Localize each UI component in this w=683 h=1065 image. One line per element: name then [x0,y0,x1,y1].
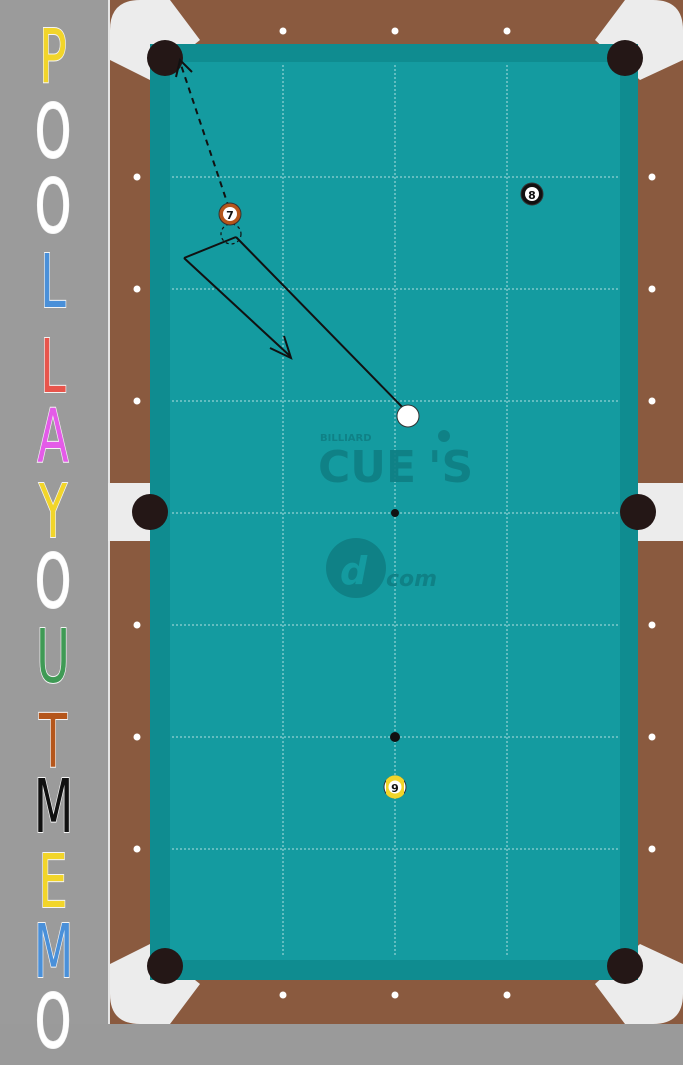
rail-diamond [648,621,656,629]
dcom-logo-circle [326,538,386,598]
object-ball-path-line [179,61,230,209]
title-letter: T [38,699,68,785]
rail-diamond [279,991,287,999]
title-letter: O [34,164,72,250]
pocket-bottom-right [607,948,643,984]
pool-table[interactable]: BILLIARD CUE 'S d com 7 8 [0,0,683,1024]
cue-ball[interactable] [396,404,420,428]
corner-pocket-surround-tl [110,0,200,80]
pockets [132,40,656,984]
table-logo: BILLIARD CUE 'S d com [318,430,473,598]
rail-diamond [648,733,656,741]
pocket-side-left [132,494,168,530]
rail-diamond [503,27,511,35]
shot-lines [175,58,409,414]
rail-diamond [648,845,656,853]
title-letter: M [33,909,74,995]
rail-diamond [648,173,656,181]
title-letter: O [34,89,72,175]
title-letter: P [39,14,68,100]
title-letter: L [40,324,67,410]
ball-7[interactable]: 7 [218,202,242,226]
rail-diamond [391,991,399,999]
ball-9-label: 9 [391,782,399,795]
title-letter: M [33,764,74,850]
ball-8-label: 8 [528,189,536,202]
logo-suffix-text: 'S [428,442,473,493]
corner-pocket-surround-tr [595,0,683,80]
rail-diamond [133,173,141,181]
balls[interactable]: 7 8 9 [218,182,544,799]
pocket-top-right [607,40,643,76]
ball-9[interactable]: 9 [383,775,407,799]
center-spot [391,509,399,517]
pocket-side-right [620,494,656,530]
rail-diamond [279,27,287,35]
rail-diamonds [133,27,656,999]
dcom-d-text: d [340,549,368,593]
pocket-bottom-left [147,948,183,984]
rail-diamond [133,285,141,293]
foot-spot [390,732,400,742]
ball-7-label: 7 [226,209,234,222]
logo-dot [438,430,450,442]
title-letter: O [34,539,72,625]
cue-deflection-arrowhead [269,335,293,360]
title-sidebar: P O O L L A Y O U T M E M O [0,0,108,1060]
object-ball-arrowhead [175,58,193,78]
title-letter: L [40,239,67,325]
ball-8[interactable]: 8 [520,182,544,206]
rail-diamond [133,733,141,741]
title-letter: A [37,394,70,480]
cue-ball-path-line [235,236,409,414]
logo-billiard-text: BILLIARD [320,433,372,444]
logo-cue-text: CUE [318,442,416,493]
cue-deflection-line-2 [183,257,291,357]
pocket-top-left [147,40,183,76]
rail-diamond [133,397,141,405]
rail-diamond [133,621,141,629]
title-letter: E [38,839,68,925]
rail-diamond [648,397,656,405]
corner-pocket-surround-bl [110,944,200,1024]
cue-deflection-line [183,236,237,259]
ghost-ball [220,223,242,245]
corner-pocket-surround-br [595,944,683,1024]
dcom-text: com [386,567,437,592]
rail-diamond [503,991,511,999]
rail-diamond [391,27,399,35]
rail-diamond [648,285,656,293]
title-letter: U [36,614,71,700]
rail-diamond [133,845,141,853]
title-letter: Y [38,469,68,555]
